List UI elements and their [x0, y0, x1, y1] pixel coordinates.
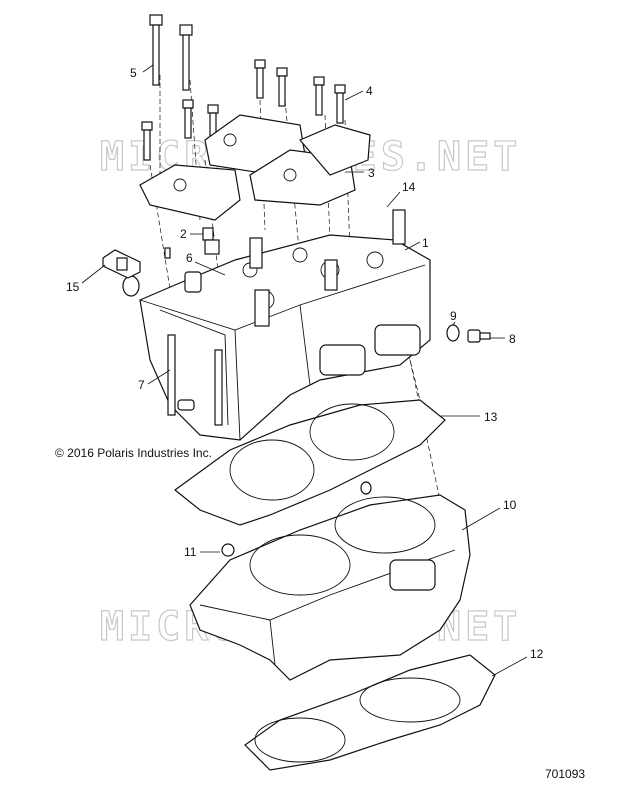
callout-12: 12 [530, 647, 544, 661]
callout-4: 4 [366, 84, 373, 98]
short-bolts [141, 59, 346, 161]
dowel-upper [360, 481, 372, 495]
callout-15: 15 [66, 280, 80, 294]
leader-lines [81, 64, 528, 677]
callout-14: 14 [402, 180, 416, 194]
washer-and-bolt [446, 324, 491, 343]
callout-5: 5 [130, 66, 137, 80]
callout-labels: 5 4 3 2 14 1 6 15 9 8 7 13 10 11 12 [66, 66, 544, 661]
camshaft-caps [139, 114, 371, 221]
callout-2: 2 [180, 227, 187, 241]
dowel-pins [122, 227, 220, 297]
dowel-11 [221, 543, 235, 557]
diagram-part-number: 701093 [545, 767, 585, 781]
callout-6: 6 [186, 251, 193, 265]
callout-1: 1 [422, 236, 429, 250]
callout-10: 10 [503, 498, 517, 512]
callout-13: 13 [484, 410, 498, 424]
copyright-notice: © 2016 Polaris Industries Inc. [55, 446, 212, 460]
base-gasket [244, 654, 496, 771]
head-gasket [174, 399, 446, 526]
cylinder-head [139, 209, 431, 441]
callout-8: 8 [509, 332, 516, 346]
callout-9: 9 [450, 309, 457, 323]
long-bolts [149, 14, 193, 91]
cylinder-block [189, 494, 471, 681]
temperature-sensor [102, 249, 141, 279]
callout-7: 7 [138, 378, 145, 392]
head-studs [167, 334, 223, 426]
callout-11: 11 [184, 545, 197, 559]
callout-3: 3 [368, 166, 375, 180]
